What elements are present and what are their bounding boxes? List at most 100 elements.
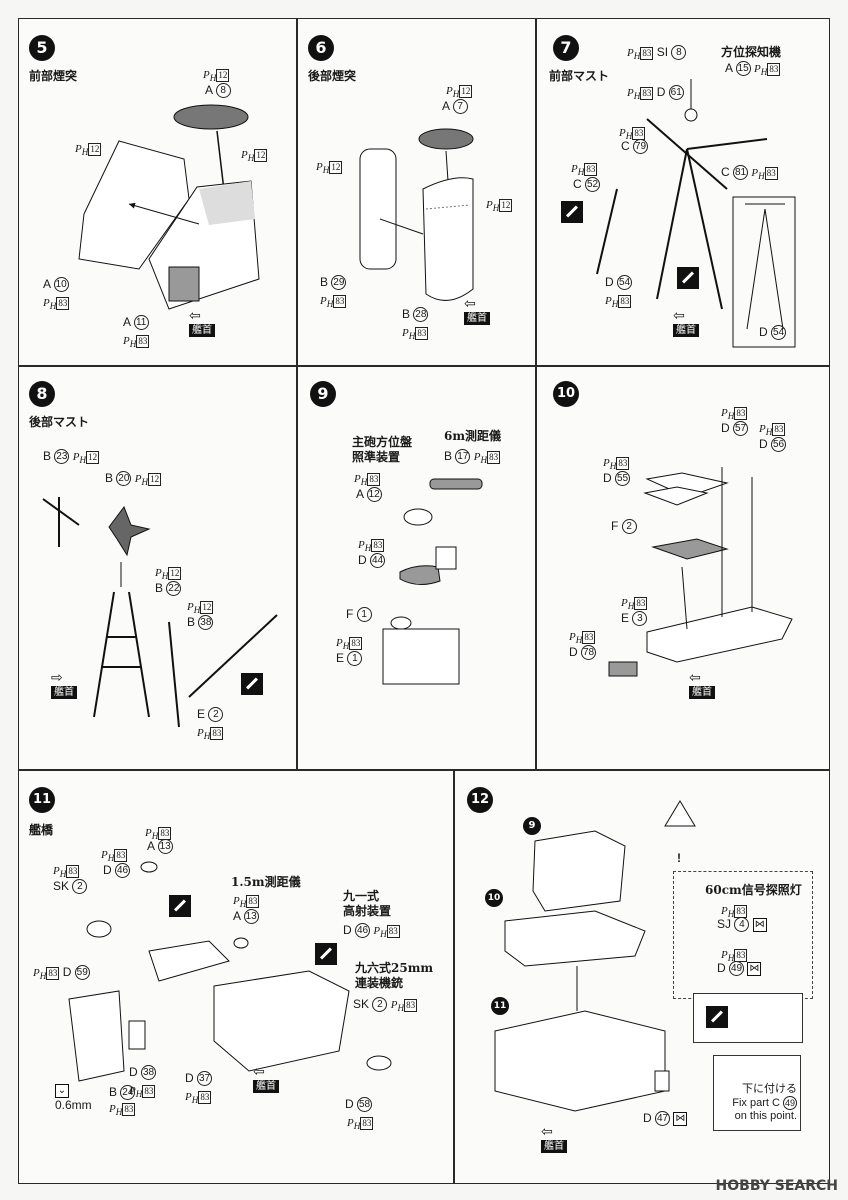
part-label-b22: B 22	[155, 581, 182, 597]
paint-mark-icon	[561, 201, 583, 223]
step-number: 8	[29, 381, 55, 407]
paint-mark-icon	[241, 673, 263, 695]
part-label-a13: A 13	[147, 839, 173, 855]
drill-size-label: ⌄0.6mm	[55, 1083, 92, 1112]
part-label-d57: D 57	[721, 421, 749, 437]
bridge-deck-illustration	[608, 467, 793, 677]
step-number: 9	[310, 381, 336, 407]
bow-direction-marker: ⇦艦首	[253, 1061, 279, 1093]
part-label-c52: C 52	[573, 177, 601, 193]
part-label-sj4: SJ 4 ⋈	[717, 917, 767, 933]
part-label-d38: D 38	[129, 1065, 157, 1081]
cut-mark-icon: ⋈	[752, 917, 767, 932]
part-label-d46: D 46	[103, 863, 131, 879]
step-title: 前部煙突	[29, 69, 78, 83]
step-number: 12	[467, 787, 493, 813]
part-label-d49: D 49 ⋈	[717, 961, 762, 977]
step-ref-10: 10	[485, 889, 503, 907]
front-funnel-illustration	[78, 104, 260, 310]
aa-director-title: 九一式 高射装置	[343, 889, 392, 918]
fix-part-note: 下に付ける Fix part C 49 on this point.	[713, 1055, 801, 1131]
step-number: 11	[29, 787, 55, 813]
part-label-e3: E 3	[621, 611, 648, 627]
searchlight-title: 60cm信号探照灯	[705, 883, 802, 897]
step-title: 後部煙突	[308, 69, 357, 83]
watermark: HOBBY SEARCH	[715, 1178, 838, 1194]
part-label-sk2: SK 2	[53, 879, 88, 895]
rangefinder-6m-title: 6m測距儀	[444, 429, 502, 443]
warning-icon: !	[677, 851, 681, 865]
part-label-b28: B 28	[402, 307, 429, 323]
part-label-d47: D 47 ⋈	[643, 1111, 688, 1127]
step-number: 6	[308, 35, 334, 61]
step-number: 10	[553, 381, 579, 407]
part-label-d58: D 58	[345, 1097, 373, 1113]
director-illustration	[382, 478, 483, 685]
paint-mark-icon	[706, 1006, 728, 1028]
front-mast-illustration	[596, 79, 796, 348]
part-label-d44: D 44	[358, 553, 386, 569]
step-ref-9: 9	[523, 817, 541, 835]
part-label-b38: B 38	[187, 615, 214, 631]
step-title: 後部マスト	[29, 415, 90, 429]
bow-direction-marker: ⇦艦首	[689, 667, 715, 699]
bow-direction-marker: ⇦艦首	[673, 305, 699, 337]
cut-mark-icon: ⋈	[747, 961, 762, 976]
part-label-a7: A 7	[442, 99, 468, 115]
bow-direction-marker: ⇨艦首	[51, 667, 77, 699]
part-label-e1: E 1	[336, 651, 363, 667]
cut-mark-icon: ⋈	[673, 1111, 688, 1126]
part-label-b24: B 24	[109, 1085, 136, 1101]
part-label-f1: F 1	[346, 607, 372, 623]
step-number: 7	[553, 35, 579, 61]
inset-label-d54: D 54	[759, 325, 787, 341]
part-label-d37: D 37	[185, 1071, 213, 1087]
part-label-d55: D 55	[603, 471, 631, 487]
mount-detail-box	[693, 993, 803, 1043]
part-label-a10: A 10	[43, 277, 69, 293]
paint-mark-icon	[677, 267, 699, 289]
rear-mast-illustration	[42, 497, 278, 728]
part-label-a12: A 12	[356, 487, 382, 503]
step-number: 5	[29, 35, 55, 61]
rangefinder-1-5m-title: 1.5m測距儀	[231, 875, 301, 889]
bridge-illustration	[68, 861, 392, 1082]
step-title: 前部マスト	[549, 69, 610, 83]
bow-direction-marker: ⇦艦首	[464, 293, 490, 325]
